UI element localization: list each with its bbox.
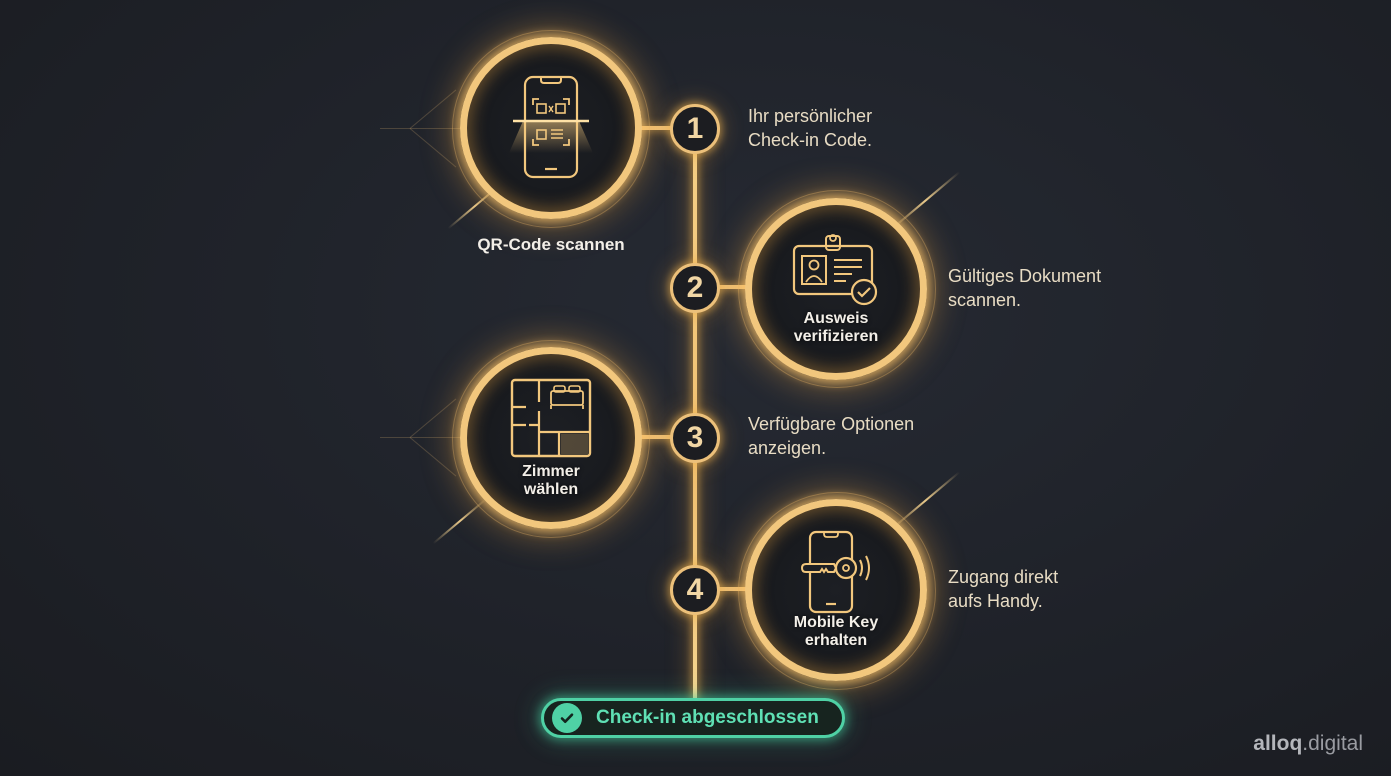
step-3-description: Verfügbare Optionen anzeigen. [748, 412, 914, 460]
step-4-number: 4 [670, 565, 720, 615]
title-line: verifizieren [793, 328, 879, 345]
connector-3 [635, 435, 675, 439]
step-2-ring: Ausweis verifizieren [745, 198, 927, 380]
decor-line [380, 437, 465, 438]
description-line: Check-in Code. [748, 130, 873, 150]
description-line: anzeigen. [748, 438, 827, 458]
decor-line [380, 128, 465, 129]
title-line: wählen [523, 481, 579, 498]
connector-1 [635, 126, 675, 130]
floorplan-bed-icon [509, 377, 593, 459]
step-1-ring [460, 37, 642, 219]
halo [738, 492, 936, 690]
description-line: Zugang direkt [948, 567, 1059, 587]
title-line: Mobile Key [793, 614, 879, 631]
brand-rest: .digital [1302, 732, 1363, 755]
title-line: Ausweis [803, 310, 869, 327]
connector-2 [717, 285, 753, 289]
halo [452, 30, 650, 228]
checkin-complete-badge: Check-in abgeschlossen [541, 698, 845, 738]
step-2-title: Ausweis verifizieren [794, 310, 878, 346]
step-2-number: 2 [670, 263, 720, 313]
step-1-number: 1 [670, 104, 720, 154]
step-1-title: QR-Code scannen [477, 235, 625, 254]
brand-logo: alloq.digital [1253, 732, 1363, 756]
halo [738, 190, 936, 388]
step-3-number: 3 [670, 413, 720, 463]
description-line: Ihr persönlicher [748, 106, 873, 126]
status-label: Check-in abgeschlossen [596, 707, 819, 728]
decor-line [409, 437, 457, 477]
step-3-title: Zimmer wählen [522, 463, 580, 499]
brand-bold: alloq [1253, 732, 1303, 755]
step-4-description: Zugang direkt aufs Handy. [948, 565, 1058, 613]
title-line: erhalten [804, 632, 868, 649]
connector-4 [717, 587, 753, 591]
description-line: Gültiges Dokument [948, 266, 1102, 286]
description-line: Verfügbare Optionen [748, 414, 915, 434]
phone-qr-scan-icon [501, 73, 601, 183]
description-line: aufs Handy. [948, 591, 1043, 611]
id-card-check-icon [788, 232, 884, 308]
description-line: scannen. [948, 290, 1022, 310]
decor-line [409, 128, 457, 168]
step-2-description: Gültiges Dokument scannen. [948, 264, 1101, 312]
decor-line [409, 398, 457, 438]
halo [452, 340, 650, 538]
step-4-ring: Mobile Key erhalten [745, 499, 927, 681]
step-3-ring: Zimmer wählen [460, 347, 642, 529]
step-4-title: Mobile Key erhalten [794, 614, 878, 650]
check-icon [552, 703, 582, 733]
phone-key-icon [796, 530, 876, 614]
step-1-description: Ihr persönlicher Check-in Code. [748, 104, 872, 152]
title-line: Zimmer [522, 463, 580, 480]
decor-line [409, 89, 457, 129]
